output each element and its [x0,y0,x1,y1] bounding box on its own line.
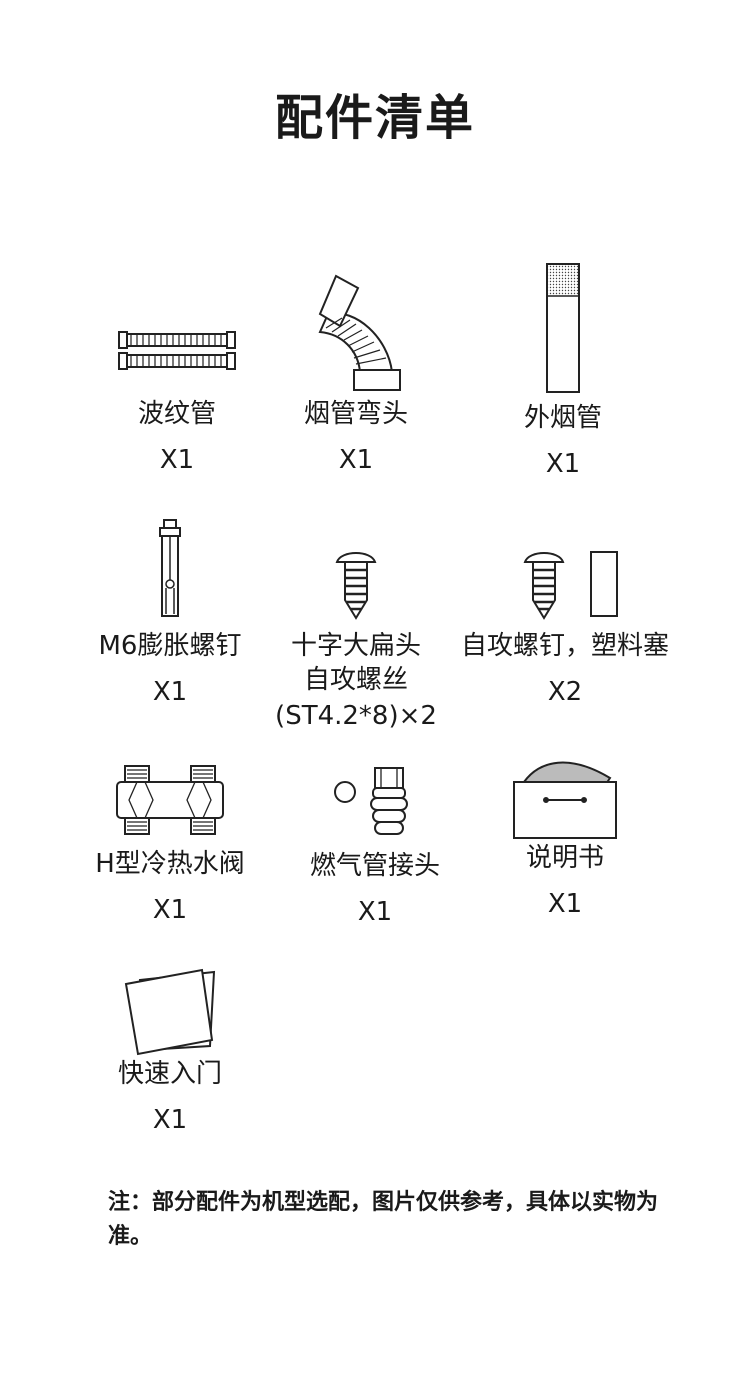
item-flue-elbow: 烟管弯头 X1 [241,268,471,476]
item-name: 燃气管接头 [309,851,440,881]
item-quantity: X1 [152,677,188,707]
item-quantity: X1 [545,449,581,479]
manual-box-icon [513,761,617,839]
item-quick-start: 快速入门 X1 [55,966,285,1136]
item-h-valve: H型冷热水阀 X1 [55,764,285,926]
item-quantity: X1 [159,445,195,475]
screw-and-plug-icon [523,551,618,620]
item-name: M6膨胀螺钉 [98,631,242,661]
tapping-screw-icon [335,552,377,620]
flue-elbow-icon [318,274,401,391]
item-quantity: X1 [547,889,583,919]
item-name: 波纹管 [137,399,216,429]
item-name: 快速入门 [117,1059,222,1089]
footnote: 注：部分配件为机型选配，图片仅供参考，具体以实物为准。 [108,1190,659,1249]
item-quantity: X1 [338,445,374,475]
gas-connector-icon [334,767,408,835]
item-name: H型冷热水阀 [95,849,245,879]
corrugated-hose-icon [118,331,236,370]
expansion-bolt-icon [159,519,181,617]
h-valve-icon [116,765,224,835]
item-expansion-bolt: M6膨胀螺钉 X1 [55,518,285,708]
item-quantity: X1 [152,1105,188,1135]
item-name: 说明书 [525,843,604,873]
outer-flue-pipe-icon [546,263,580,393]
item-name: 烟管弯头 [303,399,408,429]
item-quantity: X1 [152,895,188,925]
item-name-line2: 自攻螺丝 [303,665,408,695]
item-quantity: (ST4.2*8)×2 [275,701,437,731]
item-manual: 说明书 X1 [450,756,680,920]
item-tapping-screw: 十字大扁头 自攻螺丝 (ST4.2*8)×2 [241,548,471,732]
item-gas-connector: 燃气管接头 X1 [260,766,490,928]
quick-start-sheets-icon [124,968,216,1056]
item-corrugated-hose: 波纹管 X1 [62,300,292,476]
item-name: 外烟管 [523,403,602,433]
item-quantity: X1 [357,897,393,927]
page-title: 配件清单 [274,90,475,146]
item-screw-and-plug: 自攻螺钉，塑料塞 X2 [450,548,680,708]
item-name: 自攻螺钉，塑料塞 [460,631,669,661]
item-outer-flue-pipe: 外烟管 X1 [448,262,678,480]
item-name: 十字大扁头 [290,631,421,661]
item-quantity: X2 [547,677,583,707]
